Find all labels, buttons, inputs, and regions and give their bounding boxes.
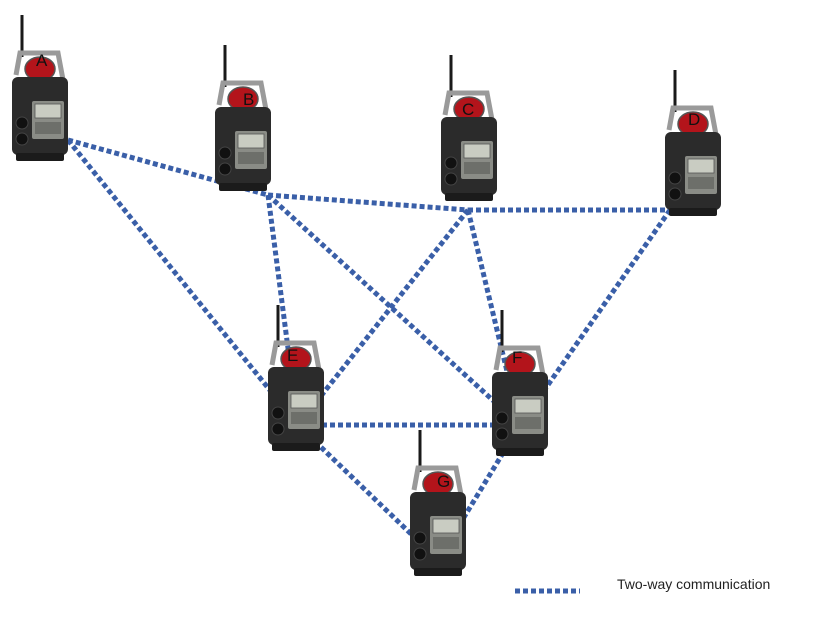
display-screen — [687, 158, 715, 174]
keypad-icon — [464, 162, 490, 174]
device-base — [219, 183, 267, 191]
sensor-port-icon — [218, 162, 232, 176]
sensor-port-icon — [495, 411, 509, 425]
handle-icon — [493, 345, 547, 381]
display-screen — [432, 518, 460, 534]
node-label-e: E — [287, 346, 298, 365]
node-label-f: F — [512, 348, 522, 367]
sensor-port-icon — [218, 146, 232, 160]
gas-monitor-b — [215, 45, 271, 191]
handle-icon — [411, 465, 465, 501]
sensor-port-icon — [444, 172, 458, 186]
display-screen — [237, 133, 265, 149]
device-base — [445, 193, 493, 201]
handle-icon — [269, 340, 323, 376]
gas-monitor-d — [665, 70, 721, 216]
device-base — [496, 448, 544, 456]
device-base — [669, 208, 717, 216]
node-label-c: C — [462, 100, 474, 119]
link-b-c — [267, 192, 469, 213]
device-base — [414, 568, 462, 576]
nodes-layer: A B C D E F G — [12, 15, 721, 576]
keypad-icon — [238, 152, 264, 164]
gas-monitor-e — [268, 305, 324, 451]
sensor-port-icon — [668, 171, 682, 185]
node-label-b: B — [243, 90, 254, 109]
sensor-port-icon — [495, 427, 509, 441]
display-screen — [290, 393, 318, 409]
keypad-icon — [291, 412, 317, 424]
link-b-f — [266, 193, 522, 427]
keypad-icon — [688, 177, 714, 189]
display-screen — [514, 398, 542, 414]
sensor-port-icon — [271, 406, 285, 420]
node-label-g: G — [437, 472, 450, 491]
handle-icon — [442, 90, 496, 126]
sensor-port-icon — [413, 531, 427, 545]
node-label-a: A — [36, 51, 48, 70]
handle-icon — [216, 80, 270, 116]
device-base — [16, 153, 64, 161]
handle-icon — [13, 50, 67, 86]
keypad-icon — [35, 122, 61, 134]
display-screen — [34, 103, 62, 119]
node-label-d: D — [688, 110, 700, 129]
keypad-icon — [515, 417, 541, 429]
link-c-e — [296, 208, 470, 427]
sensor-port-icon — [271, 422, 285, 436]
sensor-port-icon — [668, 187, 682, 201]
gas-monitor-g — [410, 430, 466, 576]
links-layer — [66, 137, 673, 562]
device-base — [272, 443, 320, 451]
sensor-port-icon — [15, 132, 29, 146]
legend: Two-way communication — [515, 576, 770, 594]
gas-monitor-f — [492, 310, 548, 456]
keypad-icon — [433, 537, 459, 549]
sensor-port-icon — [444, 156, 458, 170]
handle-icon — [666, 105, 720, 141]
sensor-port-icon — [413, 547, 427, 561]
link-a-e — [66, 138, 300, 427]
legend-label: Two-way communication — [617, 576, 770, 592]
gas-monitor-a — [12, 15, 68, 161]
gas-monitor-c — [441, 55, 497, 201]
display-screen — [463, 143, 491, 159]
sensor-port-icon — [15, 116, 29, 130]
